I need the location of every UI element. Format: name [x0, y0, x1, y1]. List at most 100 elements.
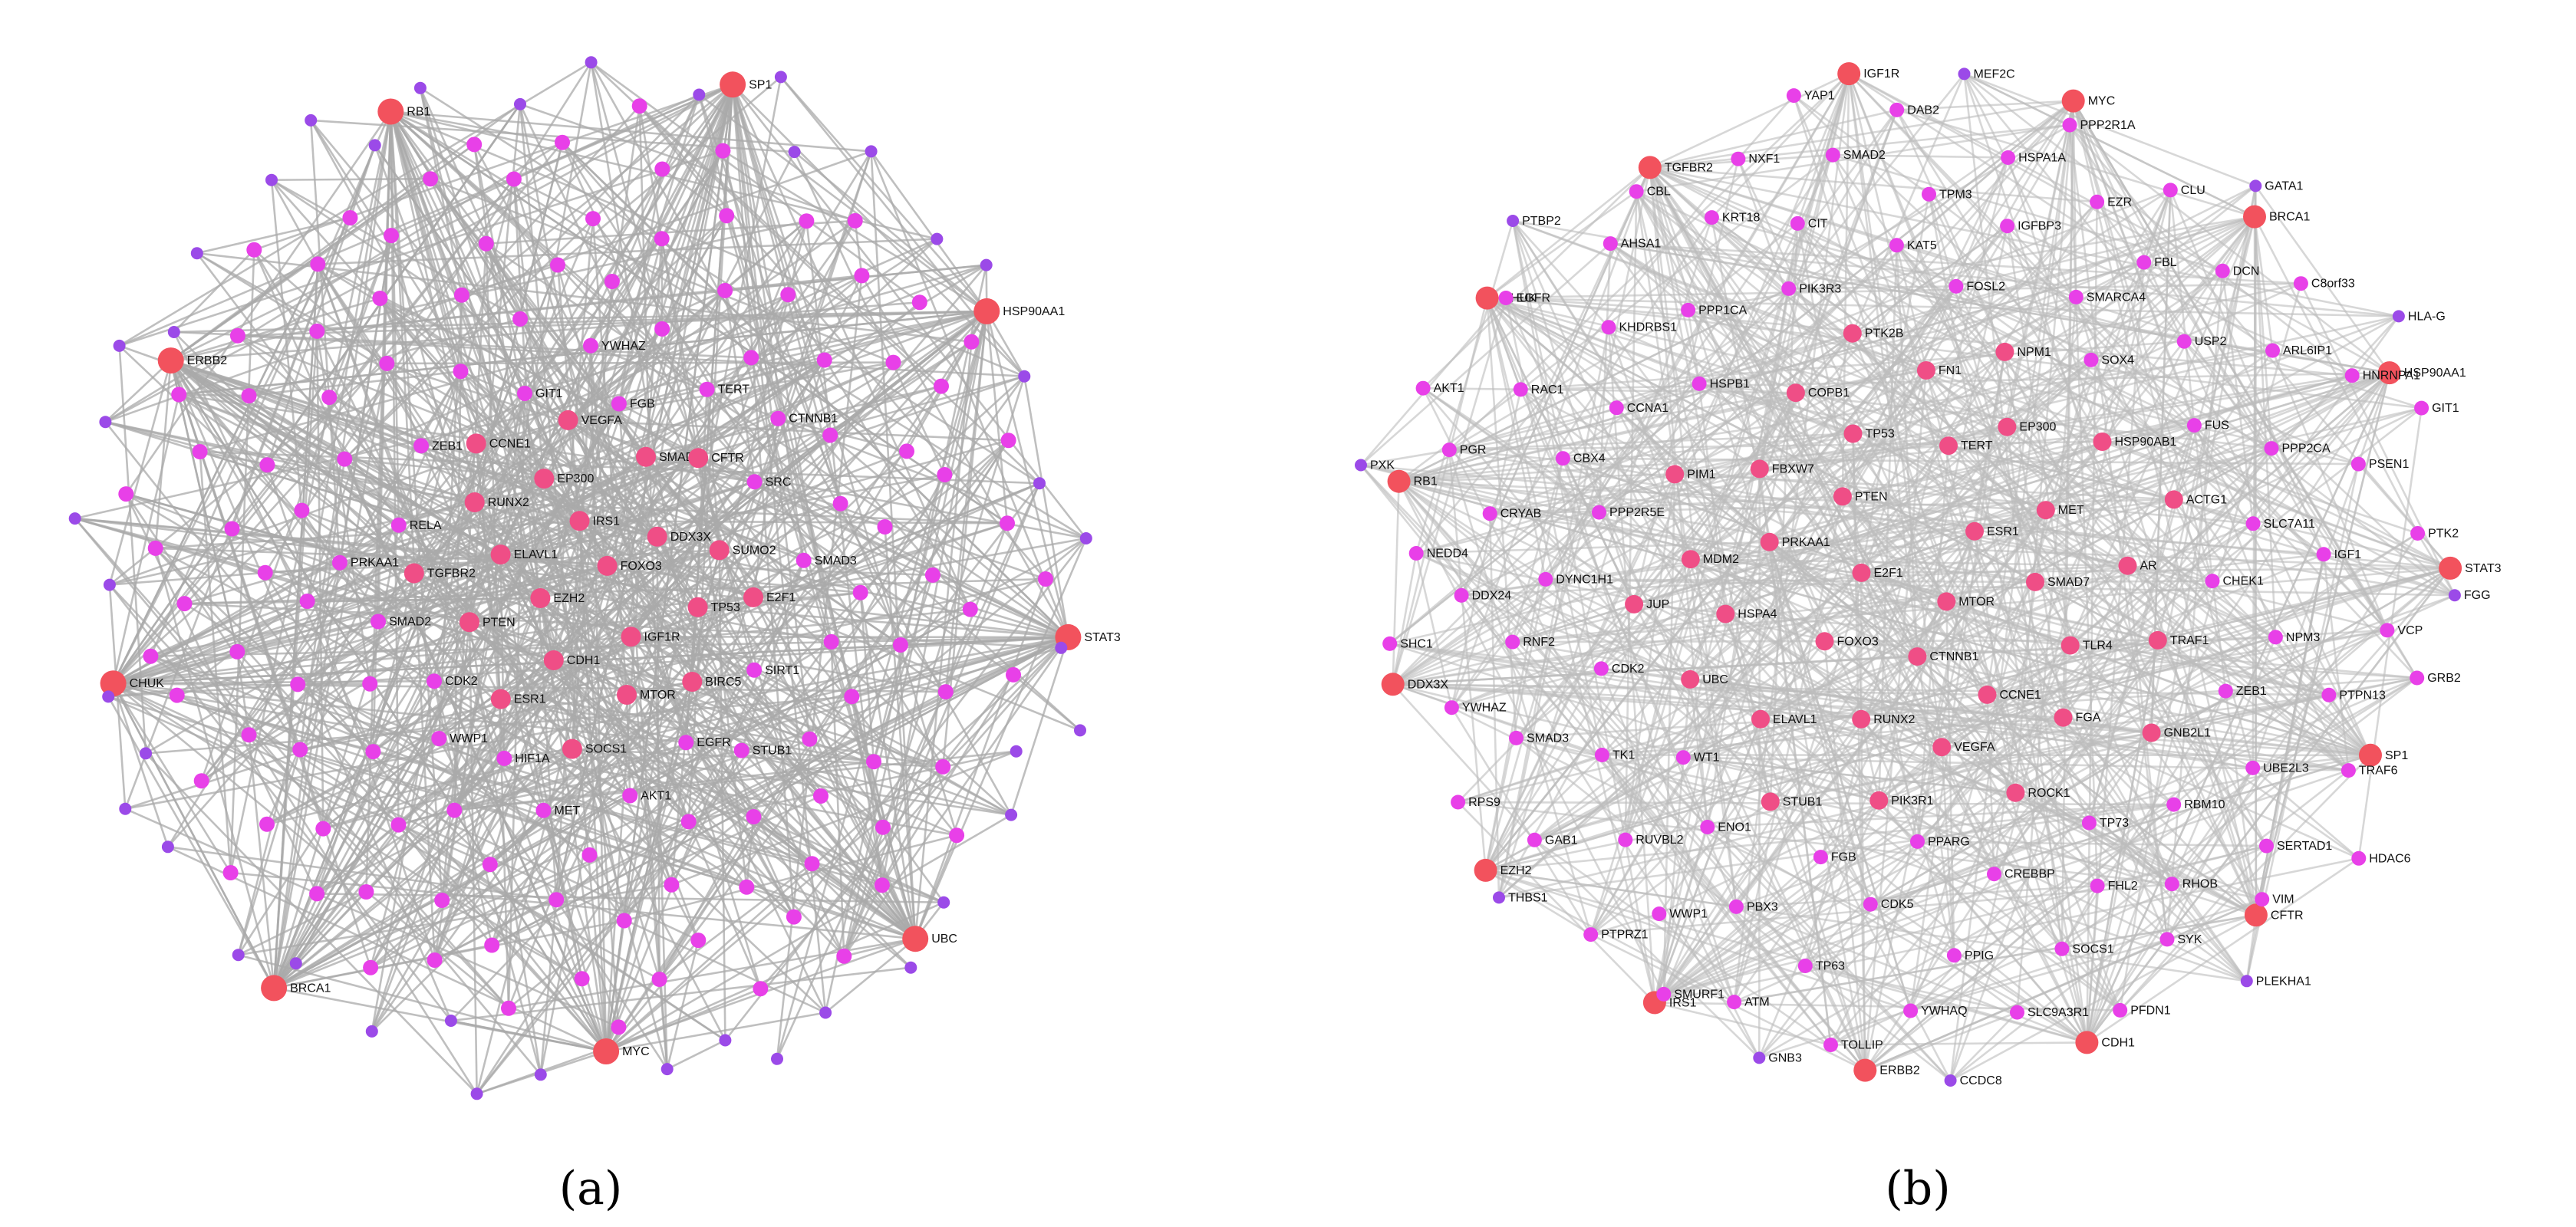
node-ahsa1 [1603, 236, 1618, 252]
network-edge [184, 577, 1046, 605]
node-unlabeled [874, 877, 890, 893]
node-hsp90ab1 [2093, 433, 2112, 451]
node-unlabeled [1018, 370, 1031, 383]
network-edge [1662, 157, 2009, 995]
node-label-cftr: CFTR [2271, 909, 2304, 922]
node-unlabeled [1000, 433, 1016, 449]
node-unlabeled [390, 817, 407, 833]
node-label-pgr: PGR [1460, 444, 1487, 457]
node-sp1 [2359, 743, 2382, 767]
node-nedd4 [1408, 546, 1424, 561]
node-unlabeled [309, 886, 325, 902]
node-tgfbr2 [1638, 156, 1662, 179]
network-edge [1398, 261, 2145, 482]
node-label-runx2: RUNX2 [1873, 713, 1915, 726]
node-label-pxk: PXK [1370, 459, 1395, 472]
network-edge [539, 900, 558, 1075]
node-ctnnb1 [1908, 647, 1927, 666]
node-label-ddx24: DDX24 [1472, 589, 1512, 602]
network-edge [2119, 186, 2257, 1011]
network-edge [460, 370, 822, 797]
node-ezh2 [1474, 858, 1497, 882]
network-edge [2126, 564, 2371, 756]
network-edge [507, 393, 526, 1008]
network-edge [196, 252, 720, 551]
network-edge [1711, 216, 2185, 343]
network-edge [1398, 480, 1708, 828]
network-edge [390, 111, 436, 961]
node-chuk [100, 670, 127, 697]
node-unlabeled [753, 981, 769, 997]
network-edge [2275, 637, 2350, 771]
node-unlabeled [423, 171, 439, 187]
node-igf1 [2316, 547, 2331, 562]
node-label-ubc: UBC [1702, 673, 1728, 686]
node-fhl2 [2090, 878, 2105, 893]
network-edge [338, 235, 393, 563]
node-unlabeled [746, 809, 762, 824]
network-edge [1607, 326, 2121, 1012]
node-unlabeled [788, 146, 801, 159]
network-edge [1635, 191, 1772, 802]
node-unlabeled [257, 564, 273, 581]
node-label-prkaa1: PRKAA1 [351, 557, 399, 570]
network-edge [109, 501, 475, 586]
network-edge [540, 549, 720, 600]
network-edge [453, 457, 700, 811]
network-edge [805, 221, 884, 886]
network-edge [1793, 94, 2254, 525]
network-edge [590, 61, 1040, 485]
network-edge [453, 417, 779, 811]
network-edge [155, 547, 933, 577]
node-label-erbb2: ERBB2 [187, 354, 228, 367]
node-unlabeled [1005, 808, 1018, 821]
node-label-vegfa: VEGFA [1954, 741, 1995, 754]
network-edge [317, 264, 987, 333]
network-edge [697, 458, 748, 887]
node-label-ccna1: CCNA1 [1627, 402, 1668, 415]
node-ube2l3 [2245, 760, 2261, 775]
network-edge [1963, 73, 2353, 377]
node-label-crebbp: CREBBP [2004, 868, 2055, 881]
network-edge [1917, 840, 2267, 847]
node-unlabeled [799, 213, 815, 229]
node-ppp2r5e [1592, 505, 1606, 520]
node-unlabeled [315, 821, 331, 837]
node-khdrbs1 [1601, 320, 1616, 335]
network-edge [1485, 869, 2087, 1044]
network-edge [572, 748, 944, 768]
node-unlabeled [224, 521, 240, 537]
network-edge [248, 327, 664, 736]
node-label-chek1: CHEK1 [2223, 575, 2264, 588]
network-edge [2086, 567, 2452, 1044]
network-edge [1505, 297, 2422, 410]
network-edge [450, 966, 911, 1022]
network-edge [1600, 392, 1797, 669]
network-edge [2252, 463, 2360, 768]
network-edge [519, 318, 945, 903]
node-jup [1625, 594, 1644, 614]
node-prkaa1 [331, 554, 348, 571]
node-unlabeled [113, 339, 126, 352]
network-edge [1963, 73, 2129, 567]
node-label-sp1: SP1 [2385, 749, 2408, 762]
node-ezh2 [530, 588, 551, 608]
node-rnf2 [1505, 634, 1520, 650]
node-npm1 [1995, 342, 2014, 361]
node-unlabeled [292, 742, 308, 758]
node-elavl1 [490, 544, 511, 565]
node-unlabeled [342, 210, 358, 225]
node-label-ccne1: CCNE1 [2000, 689, 2041, 702]
node-label-cdh1: CDH1 [2101, 1036, 2135, 1049]
node-brca1 [261, 975, 288, 1002]
node-smad7 [2026, 572, 2044, 591]
node-label-sumo2: SUMO2 [733, 544, 776, 557]
network-edge [561, 142, 917, 939]
node-label-hdac6: HDAC6 [2369, 852, 2410, 865]
node-unlabeled [654, 161, 670, 177]
network-edge [476, 439, 1010, 1095]
node-label-tp73: TP73 [2100, 817, 2129, 830]
network-edge [1733, 496, 1844, 1002]
node-unlabeled [660, 1063, 674, 1076]
node-vegfa [1932, 738, 1952, 757]
